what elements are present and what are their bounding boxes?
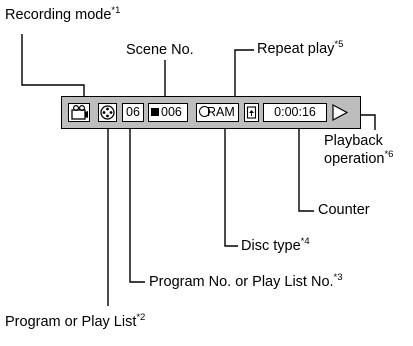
program-number-display: 06 [122,103,144,122]
playback-operation-label: Playback operation*6 [324,133,394,167]
repeat-play-leader [234,49,254,102]
scene-number-display: 006 [148,103,188,122]
play-triangle-icon [330,103,350,122]
repeat-icon [244,103,259,122]
camera-icon [68,103,90,122]
disc-type-leader [224,125,238,247]
scene-no-label: Scene No. [126,42,194,58]
repeat-play-label: Repeat play*5 [257,39,344,57]
disc-type-label: Disc type*4 [241,236,310,254]
recording-mode-label: Recording mode*1 [5,5,121,23]
program-icon [98,103,117,122]
disc-icon [199,106,210,117]
disc-type-display: RAM [196,103,239,122]
recording-mode-leader [21,34,85,106]
scene-square-icon [151,108,159,116]
program-no-leader [129,125,145,283]
counter-label: Counter [318,202,370,218]
program-no-label: Program No. or Play List No.*3 [149,272,343,290]
counter-leader [298,125,314,212]
counter-display: 0:00:16 [263,103,327,122]
on-screen-display-bar: 06 006 RAM 0:00:16 [61,96,361,129]
program-or-playlist-label: Program or Play List*2 [5,312,146,330]
